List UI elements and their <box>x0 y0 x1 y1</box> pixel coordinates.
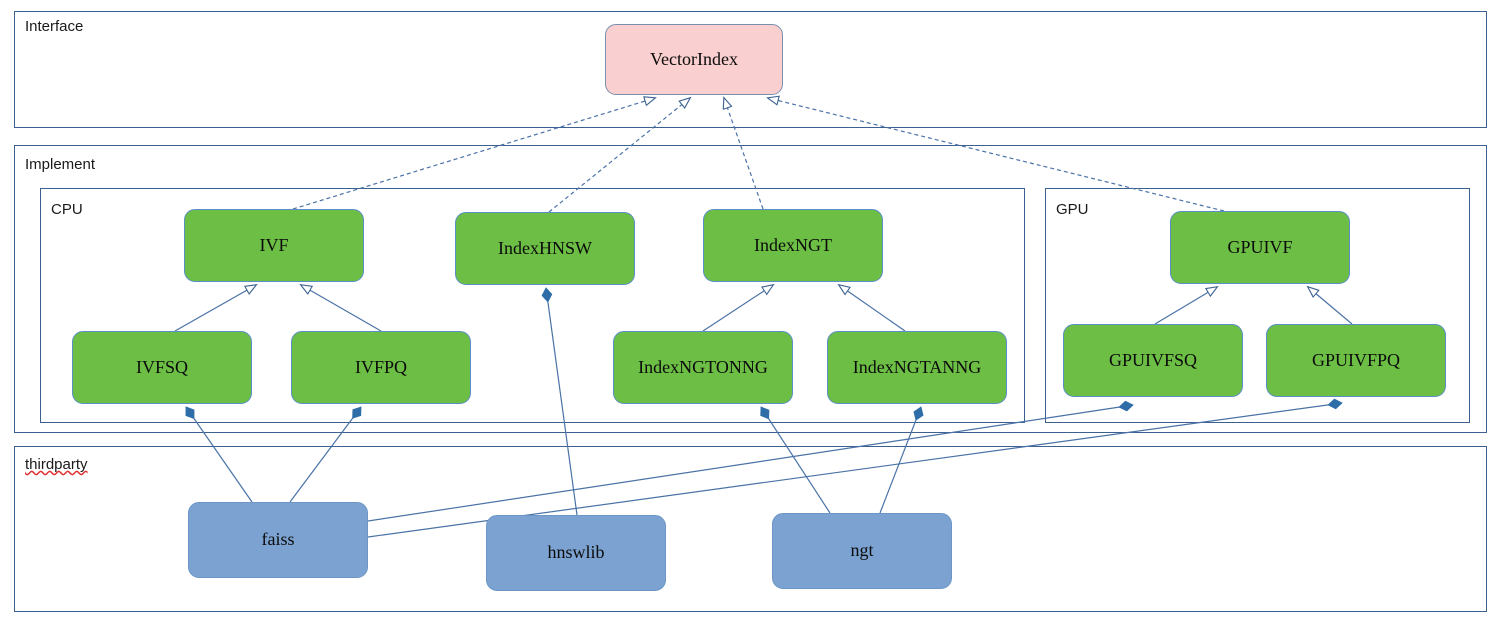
edge-indexhnsw-to-vectorindex <box>548 98 690 213</box>
class-node-ivfsq[interactable]: IVFSQ <box>72 331 252 404</box>
edge-group-composition <box>185 288 1342 538</box>
edge-faiss-to-gpuivfpq <box>367 403 1342 538</box>
class-node-ngt[interactable]: ngt <box>772 513 952 589</box>
edge-ngt-to-indexngtonng <box>761 407 831 514</box>
class-node-gpuivfsq[interactable]: GPUIVFSQ <box>1063 324 1243 397</box>
class-node-indexhnsw[interactable]: IndexHNSW <box>455 212 635 285</box>
edge-ivfpq-to-ivf <box>301 285 382 332</box>
class-node-faiss[interactable]: faiss <box>188 502 368 578</box>
class-node-hnswlib[interactable]: hnswlib <box>486 515 666 591</box>
edge-gpuivfsq-to-gpuivf <box>1154 287 1217 325</box>
edge-hnswlib-to-indexhnsw <box>546 288 578 516</box>
edge-indexngtonng-to-indexngt <box>702 285 773 332</box>
edge-ivf-to-vectorindex <box>292 98 655 210</box>
package-gpu[interactable] <box>1045 188 1470 423</box>
edge-faiss-to-ivfsq <box>185 407 253 503</box>
package-label-thirdparty: thirdparty <box>25 456 88 473</box>
package-thirdparty[interactable] <box>14 446 1487 612</box>
package-label-gpu: GPU <box>1056 201 1089 218</box>
class-node-vectorindex[interactable]: VectorIndex <box>605 24 783 95</box>
edge-ivfsq-to-ivf <box>174 285 256 332</box>
edge-faiss-to-ivfpq <box>289 407 362 503</box>
edge-gpuivf-to-vectorindex <box>768 98 1225 212</box>
package-cpu[interactable] <box>40 188 1025 423</box>
class-node-gpuivfpq[interactable]: GPUIVFPQ <box>1266 324 1446 397</box>
edge-group-realization <box>292 98 1225 213</box>
package-implement[interactable] <box>14 145 1487 433</box>
class-node-indexngtanng[interactable]: IndexNGTANNG <box>827 331 1007 404</box>
class-node-indexngtonng[interactable]: IndexNGTONNG <box>613 331 793 404</box>
class-node-ivf[interactable]: IVF <box>184 209 364 282</box>
package-interface[interactable] <box>14 11 1487 128</box>
package-label-cpu: CPU <box>51 201 83 218</box>
package-label-interface: Interface <box>25 18 84 35</box>
package-label-implement: Implement <box>25 156 96 173</box>
edge-gpuivfpq-to-gpuivf <box>1308 287 1353 325</box>
class-node-ivfpq[interactable]: IVFPQ <box>291 331 471 404</box>
edge-group-generalization <box>174 285 1353 332</box>
class-node-gpuivf[interactable]: GPUIVF <box>1170 211 1350 284</box>
class-node-indexngt[interactable]: IndexNGT <box>703 209 883 282</box>
edge-indexngt-to-vectorindex <box>724 98 764 210</box>
edge-faiss-to-gpuivfsq <box>367 405 1133 522</box>
edge-indexngtanng-to-indexngt <box>839 285 906 332</box>
edge-ngt-to-indexngtanng <box>879 407 921 514</box>
